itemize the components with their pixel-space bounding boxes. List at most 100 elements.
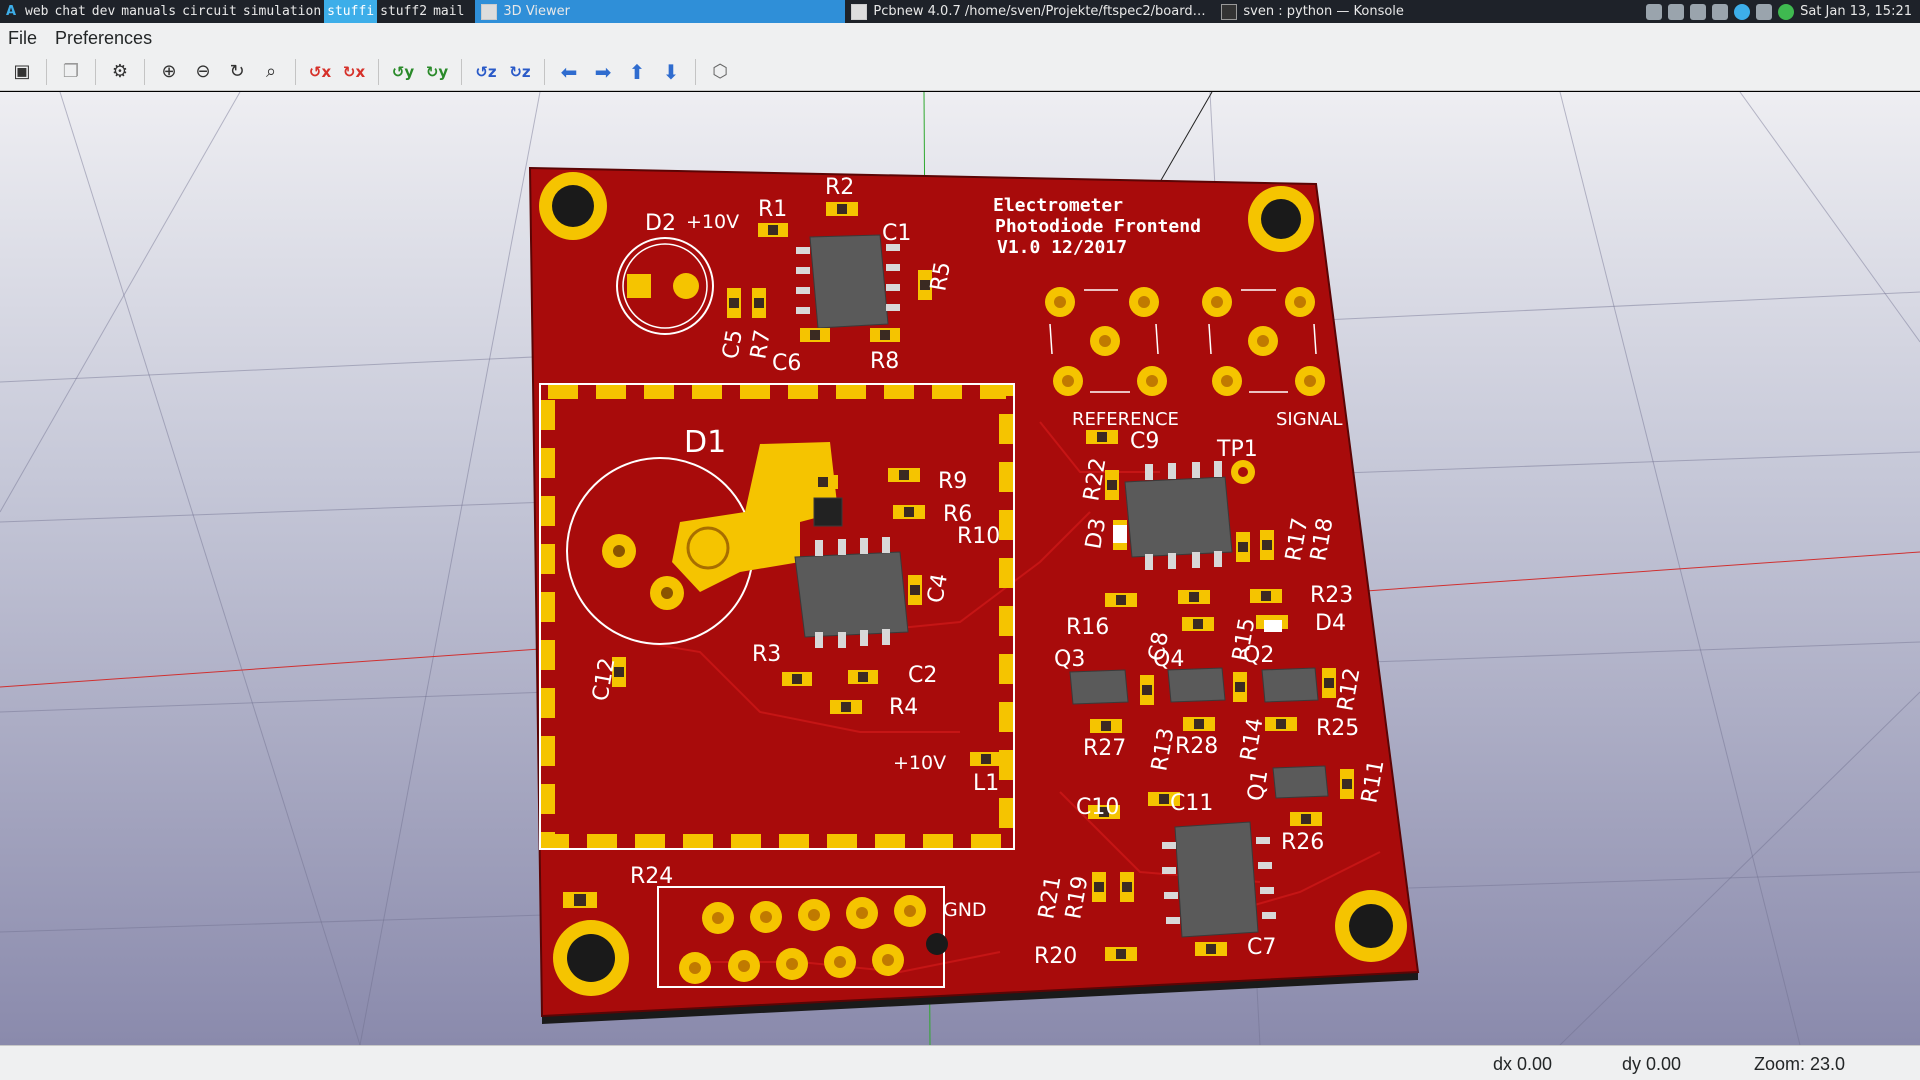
workspace-manuals[interactable]: manuals [121, 4, 177, 19]
label-R5: R5 [926, 260, 956, 293]
toolbar: ▣ ❐ ⚙ ⊕ ⊖ ↻ ⌕ ↺x ↻x ↺y ↻y ↺z ↻z ⬅ ➡ ⬆ ⬇ … [0, 53, 1920, 91]
menubar: File Preferences [0, 23, 1920, 53]
task-3d-viewer[interactable]: 3D Viewer [475, 0, 846, 23]
label-plus10v-b: +10V [893, 752, 946, 774]
clock[interactable]: Sat Jan 13, 15:21 [1800, 4, 1912, 19]
zoom-out-icon[interactable]: ⊖ [195, 61, 211, 82]
move-down-icon[interactable]: ⬇ [662, 59, 680, 84]
label-C8: C8 [1144, 630, 1174, 663]
toolbar-separator [144, 58, 145, 85]
task-label: sven : python — Konsole [1243, 4, 1404, 19]
kde-launcher-icon[interactable]: A [5, 4, 17, 19]
label-C5: C5 [718, 328, 748, 361]
settings-icon[interactable]: ⚙ [111, 61, 129, 82]
workspace-chat[interactable]: chat [54, 4, 86, 19]
title-line-2: Photodiode Frontend [995, 216, 1201, 237]
workspace-circuit[interactable]: circuit [182, 4, 237, 19]
label-D1: D1 [684, 425, 726, 460]
label-C1: C1 [882, 221, 911, 246]
rotate-z-cw-icon[interactable]: ↻z [509, 62, 531, 81]
updates-icon[interactable] [1778, 3, 1795, 20]
status-dy: dy 0.00 [1622, 1054, 1682, 1074]
task-label: Pcbnew 4.0.7 /home/sven/Projekte/ftspec2… [873, 4, 1206, 19]
zoom-fit-icon[interactable]: ⌕ [265, 61, 277, 82]
label-C11: C11 [1170, 791, 1213, 816]
label-C4: C4 [923, 572, 953, 605]
skype-icon[interactable] [1734, 3, 1751, 20]
ortho-view-icon[interactable]: ⬡ [712, 61, 728, 82]
label-R1: R1 [758, 197, 787, 222]
label-TP1: TP1 [1216, 437, 1258, 462]
label-R23: R23 [1310, 583, 1353, 608]
label-R9: R9 [938, 469, 967, 494]
rotate-x-ccw-icon[interactable]: ↺x [308, 62, 332, 81]
label-SIGNAL: SIGNAL [1276, 409, 1343, 430]
move-right-icon[interactable]: ➡ [594, 59, 612, 84]
toolbar-separator [378, 58, 379, 85]
menu-file[interactable]: File [8, 27, 38, 48]
shield-outline [539, 383, 1015, 850]
battery-icon[interactable] [1690, 3, 1707, 20]
label-R8: R8 [870, 349, 899, 374]
label-R25: R25 [1316, 716, 1359, 741]
rotate-z-ccw-icon[interactable]: ↺z [475, 62, 497, 81]
label-D2: D2 [645, 211, 676, 236]
notifications-icon[interactable] [1756, 3, 1773, 20]
workspace-stuff2[interactable]: stuff2 [380, 4, 428, 19]
toolbar-separator [95, 58, 96, 85]
workspace-dev[interactable]: dev [91, 4, 116, 19]
label-R24: R24 [630, 864, 673, 889]
task-pcbnew[interactable]: Pcbnew 4.0.7 /home/sven/Projekte/ftspec2… [845, 0, 1215, 23]
label-REFERENCE: REFERENCE [1072, 409, 1179, 430]
label-Q2: Q2 [1243, 643, 1274, 668]
move-up-icon[interactable]: ⬆ [628, 59, 646, 84]
taskbar: A web chat dev manuals circuit simulatio… [0, 0, 1920, 23]
mounting-holes [539, 172, 1407, 996]
workspace-mail[interactable]: mail [433, 4, 465, 19]
volume-icon[interactable] [1712, 3, 1729, 20]
gnd-hole [926, 933, 948, 955]
rotate-y-ccw-icon[interactable]: ↺y [391, 62, 415, 81]
zoom-in-icon[interactable]: ⊕ [161, 61, 177, 82]
3d-viewport[interactable]: Electrometer Photodiode Frontend V1.0 12… [0, 92, 1920, 1045]
refresh-icon[interactable]: ↻ [229, 61, 245, 82]
label-R16: R16 [1066, 615, 1109, 640]
workspace-stuffi[interactable]: stuffi [324, 0, 378, 23]
copy-to-clipboard-icon[interactable]: ▣ [13, 61, 31, 82]
copy-icon[interactable]: ❐ [62, 61, 80, 82]
workspace-web[interactable]: web [25, 4, 49, 19]
label-C10: C10 [1076, 795, 1119, 820]
shield-pads [541, 385, 1013, 848]
label-plus10v-a: +10V [686, 211, 739, 233]
workspace-simulation[interactable]: simulation [242, 4, 322, 19]
3d-scene: Electrometer Photodiode Frontend V1.0 12… [0, 92, 1920, 1045]
network-signal-icon[interactable] [1668, 3, 1685, 20]
title-line-3: V1.0 12/2017 [997, 237, 1127, 258]
d2-pad-1 [627, 274, 651, 298]
rotate-x-cw-icon[interactable]: ↻x [342, 62, 366, 81]
label-L1: L1 [973, 771, 999, 796]
konsole-app-icon [1221, 3, 1238, 20]
label-R28: R28 [1175, 734, 1218, 759]
rotate-y-cw-icon[interactable]: ↻y [425, 62, 449, 81]
ic-packages [794, 234, 1329, 938]
menu-preferences[interactable]: Preferences [55, 27, 153, 48]
statusbar: dx 0.00 dy 0.00 Zoom: 23.0 [0, 1045, 1920, 1080]
pcbnew-app-icon [851, 3, 868, 20]
silkscreen: Electrometer Photodiode Frontend V1.0 12… [993, 195, 1201, 258]
status-zoom: Zoom: 23.0 [1754, 1054, 1846, 1074]
move-left-icon[interactable]: ⬅ [560, 59, 578, 84]
label-C2: C2 [908, 663, 937, 688]
task-konsole[interactable]: sven : python — Konsole [1215, 0, 1575, 23]
label-C7: C7 [1247, 935, 1276, 960]
d2-pad-2 [673, 273, 699, 299]
guard-ring-copper [672, 442, 838, 592]
3d-viewer-app-icon [481, 3, 498, 20]
toolbar-separator [461, 58, 462, 85]
toolbar-separator [46, 58, 47, 85]
label-Q3: Q3 [1054, 647, 1085, 672]
status-dx: dx 0.00 [1493, 1054, 1553, 1074]
clipboard-icon[interactable] [1646, 3, 1663, 20]
label-R27: R27 [1083, 736, 1126, 761]
pcb-board: Electrometer Photodiode Frontend V1.0 12… [528, 166, 1420, 1024]
